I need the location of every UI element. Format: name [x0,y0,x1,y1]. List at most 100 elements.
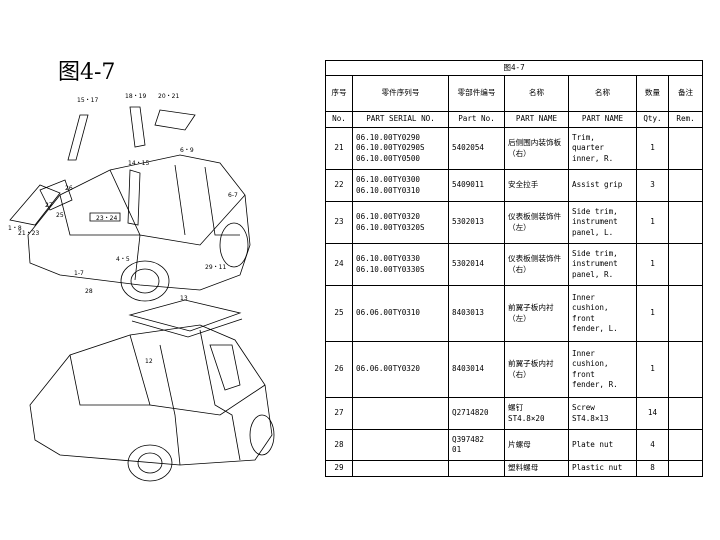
col-no-cn: 序号 [325,75,353,112]
cell-part-no: 8403014 [448,341,505,398]
col-name-en: PART NAME [568,111,637,128]
callout-label: 4・5 [116,256,130,263]
cell-name-en: Screw ST4.8×13 [568,397,637,430]
cell-name-en: Trim, quarter inner, R. [568,127,637,170]
cell-part-no: 5409011 [448,169,505,202]
cell-qty: 1 [636,201,669,244]
callout-label: 28 [85,288,93,295]
callout-label: 18・19 [125,93,146,100]
callout-label: 1・8 [8,225,22,232]
callout-label: 29・11 [205,264,226,271]
callout-label: 21・23 [18,230,39,237]
cell-name-cn: 前翼子板内衬（左） [504,285,569,342]
col-name-cn: PART NAME [504,111,569,128]
cell-rem [667,201,704,244]
callout-label: 15・17 [77,97,98,104]
cell-name-en: Inner cushion, front fender, L. [568,285,637,342]
cell-part-no: Q2714820 [448,397,505,430]
cell-name-en: Side trim, instrument panel, R. [568,243,637,286]
cell-part-no: 8403013 [448,285,505,342]
cell-name-en: Assist grip [568,169,637,202]
callout-label: 14・15 [128,160,149,167]
cell-rem [667,429,704,461]
parts-illustration: 15・17 18・19 20・21 6・9 14・15 6-7 26 27 25… [8,93,275,482]
cell-serial: 06.10.00TY0320 06.10.00TY0320S [352,201,449,244]
callout-label: 23・24 [96,215,117,222]
cell-serial [352,397,449,430]
cell-rem [667,397,704,430]
col-qty-cn: 数量 [636,75,669,112]
cell-qty: 1 [636,341,669,398]
col-name-en-cn: 名称 [568,75,637,112]
cell-rem [667,243,704,286]
callout-label: 12 [145,358,153,365]
cell-name-cn: 仪表板侧装饰件（右） [504,243,569,286]
cell-part-no: 5302014 [448,243,505,286]
cell-serial [352,429,449,461]
col-serial: PART SERIAL NO. [352,111,449,128]
cell-rem [667,341,704,398]
col-serial-cn: 零件序列号 [352,75,449,112]
cell-name-cn: 塑料螺母 [504,460,569,477]
cell-part-no: Q397482 01 [448,429,505,461]
table-title: 图4-7 [324,60,704,76]
cell-part-no: 5302013 [448,201,505,244]
col-no: No. [325,111,353,128]
callout-label: 1-7 [74,270,84,277]
cell-no: 26 [325,341,353,398]
cell-rem [667,285,704,342]
callout-label: 6-7 [228,192,238,199]
callout-label: 25 [56,212,64,219]
cell-name-en: Inner cushion, front fender, R. [568,341,637,398]
cell-name-cn: 后侧围内装饰板（右） [504,127,569,170]
cell-no: 28 [325,429,353,461]
cell-name-en: Plate nut [568,429,637,461]
cell-qty: 3 [636,169,669,202]
cell-name-cn: 螺钉 ST4.8×20 [504,397,569,430]
callout-label: 6・9 [180,147,194,154]
col-rem-cn: 备注 [667,75,704,112]
cell-serial: 06.10.00TY0290 06.10.00TY0290S 06.10.00T… [352,127,449,170]
cell-serial: 06.10.00TY0330 06.10.00TY0330S [352,243,449,286]
cell-name-cn: 片螺母 [504,429,569,461]
cell-name-cn: 仪表板侧装饰件（左） [504,201,569,244]
col-partno-cn: 零部件编号 [448,75,505,112]
cell-qty: 4 [636,429,669,461]
cell-serial: 06.06.00TY0310 [352,285,449,342]
col-rem: Rem. [667,111,704,128]
cell-qty: 1 [636,285,669,342]
cell-part-no: 5402054 [448,127,505,170]
cell-serial: 06.06.00TY0320 [352,341,449,398]
col-name-cn: 名称 [504,75,569,112]
cell-qty: 1 [636,243,669,286]
cell-qty: 14 [636,397,669,430]
cell-qty: 8 [636,460,669,477]
cell-no: 25 [325,285,353,342]
cell-name-cn: 前翼子板内衬（右） [504,341,569,398]
cell-no: 27 [325,397,353,430]
parts-table: 图4-7 序号 零件序列号 零部件编号 名称 名称 数量 备注 No. PART… [324,60,704,477]
callout-label: 13 [180,295,188,302]
cell-name-en: Plastic nut [568,460,637,477]
cell-qty: 1 [636,127,669,170]
cell-rem [667,127,704,170]
cell-serial [352,460,449,477]
cell-name-cn: 安全拉手 [504,169,569,202]
cell-serial: 06.10.00TY0300 06.10.00TY0310 [352,169,449,202]
cell-part-no [448,460,505,477]
cell-name-en: Side trim, instrument panel, L. [568,201,637,244]
cell-rem [667,460,704,477]
col-partno: Part No. [448,111,505,128]
cell-no: 21 [325,127,353,170]
cell-rem [667,169,704,202]
cell-no: 22 [325,169,353,202]
col-qty: Qty. [636,111,669,128]
